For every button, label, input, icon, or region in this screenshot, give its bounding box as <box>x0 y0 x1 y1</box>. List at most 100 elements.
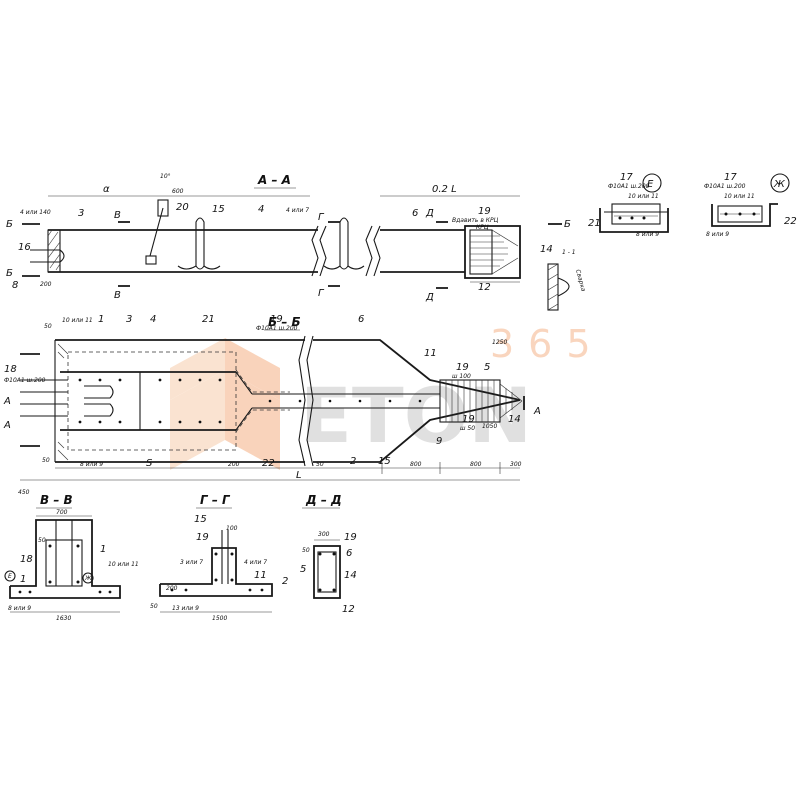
lbl-bb-19c: 19 <box>462 414 475 425</box>
lbl-gg-or7: 4 или 7 <box>244 559 267 566</box>
lbl-zh-17: 17 <box>724 172 737 183</box>
lbl-gg-or7b: 3 или 7 <box>180 559 203 566</box>
lbl-dd-12: 12 <box>342 604 355 615</box>
lbl-bb-19: 19 <box>270 314 283 325</box>
lbl-bb-5: 5 <box>484 362 490 373</box>
lbl-aa-or140: 4 или 140 <box>20 209 51 216</box>
cut-b-left-top: Б <box>6 219 13 230</box>
lbl-zh-22: 22 <box>784 216 797 227</box>
section-dd-title: Д – Д <box>305 493 342 507</box>
lbl-vv-or9: 8 или 9 <box>8 605 31 612</box>
lbl-vv-zh: Ж <box>84 575 92 582</box>
dim-gg-100: 100 <box>226 525 238 532</box>
lbl-dd-19: 19 <box>344 532 357 543</box>
lbl-bb-9: 9 <box>436 436 442 447</box>
dim-vv-1630: 1630 <box>56 615 71 622</box>
cut-b-left-bot: Б <box>6 268 13 279</box>
lbl-bb-1: 1 <box>98 314 104 325</box>
lbl-bb-21: 21 <box>202 314 215 325</box>
lbl-bb-3: 3 <box>126 314 132 325</box>
section-aa: А – А α 600 0.2 L <box>6 173 587 311</box>
dim-bb-300: 300 <box>510 461 522 468</box>
lbl-bb-19b: 19 <box>456 362 469 373</box>
lbl-vv-18: 18 <box>20 554 33 565</box>
lbl-dd-14: 14 <box>344 570 357 581</box>
lbl-gg-15: 15 <box>194 514 207 525</box>
dim-gg-50: 50 <box>150 603 158 610</box>
node-e-label: Е <box>647 179 654 190</box>
lbl-dd-5: 5 <box>300 564 306 575</box>
cut-g-top: Г <box>318 212 325 223</box>
dim-dd-300: 300 <box>318 531 330 538</box>
lbl-bb-or9: 8 или 9 <box>80 461 103 468</box>
lbl-bb-4: 4 <box>150 314 156 325</box>
cut-v-top: В <box>114 210 121 221</box>
lbl-bb-a-left: А <box>3 396 11 407</box>
watermark-logo-icon <box>170 338 280 470</box>
lbl-bb-18: 18 <box>4 364 17 375</box>
dim-bb-200: 200 <box>228 461 240 468</box>
lbl-vv-e: Е <box>8 573 12 580</box>
lbl-vv-or11: 10 или 11 <box>108 561 139 568</box>
section-gg-title: Г – Г <box>200 493 231 507</box>
lbl-aa-16: 16 <box>18 242 31 253</box>
lbl-bb-sh50: ш 50 <box>460 425 475 432</box>
lbl-tt: 1 - 1 <box>562 249 576 256</box>
lbl-zh-or11: 10 или 11 <box>724 193 755 200</box>
dim-02l: 0.2 L <box>432 184 457 195</box>
lbl-bb-a-bottom: А <box>3 420 11 431</box>
cut-g-bot: Г <box>318 288 325 299</box>
lbl-bb-1250: 1250 <box>492 339 507 346</box>
cut-d-bot: Д <box>425 292 434 303</box>
lbl-vv-1b: 1 <box>100 544 106 555</box>
lbl-zh-f12: Ф10А1 ш.200 <box>704 183 746 190</box>
lbl-bb-11: 11 <box>424 348 437 359</box>
dim-gg-1500: 1500 <box>212 615 227 622</box>
section-vv-title: В – В <box>40 493 73 507</box>
lbl-e-or9: 8 или 9 <box>636 231 659 238</box>
section-bb-title: Б – Б <box>268 315 301 329</box>
lbl-gg-2: 2 <box>282 576 288 587</box>
lbl-bb-a-right: А <box>533 406 541 417</box>
lbl-e-or11: 10 или 11 <box>628 193 659 200</box>
lbl-aa-3: 3 <box>78 208 84 219</box>
cut-d-top: Д <box>425 208 434 219</box>
lbl-gg-or9b: 13 или 9 <box>172 605 199 612</box>
node-zh-label: Ж <box>773 179 786 190</box>
lbl-zh-or9: 8 или 9 <box>706 231 729 238</box>
lbl-aa-200: 200 <box>40 281 52 288</box>
dim-vv-700: 700 <box>56 509 68 516</box>
dim-bb-50-left: 50 <box>42 457 50 464</box>
dim-alpha: α <box>103 184 110 195</box>
lbl-bb-2: 2 <box>350 456 356 467</box>
watermark-text: ETON <box>300 371 532 460</box>
lbl-svarka: Сварка <box>574 269 587 293</box>
section-dd: Д – Д 300 19 6 14 5 12 50 <box>300 493 357 615</box>
lbl-bb-15: 15 <box>378 456 391 467</box>
section-bb: Б – Б <box>3 314 541 496</box>
cut-b-right: Б <box>564 219 571 230</box>
lbl-bb-14: 14 <box>508 414 521 425</box>
lbl-bb-1050: 1050 <box>482 423 497 430</box>
dim-bb-800b: 800 <box>470 461 482 468</box>
lbl-aa-15: 15 <box>212 204 225 215</box>
node-e: Е 17 Ф10А1 ш.200 10 или 11 21 8 или 9 <box>588 172 669 238</box>
watermark-number: 365 <box>490 322 605 366</box>
dim-dd-50: 50 <box>302 547 310 554</box>
lbl-aa-angle: 10° <box>160 173 171 180</box>
watermark: 365 ETON <box>170 322 605 470</box>
lbl-bb-l: L <box>296 470 302 481</box>
lbl-bb-f12: Ф10А1 ш.200 <box>256 325 298 332</box>
dim-bb-800a: 800 <box>410 461 422 468</box>
lbl-gg-19: 19 <box>196 532 209 543</box>
cut-v-bot: В <box>114 290 121 301</box>
lbl-dd-6: 6 <box>346 548 352 559</box>
lbl-aa-kpc: Вдавить в КРЦ <box>452 217 499 224</box>
lbl-aa-19: 19 <box>478 206 491 217</box>
lbl-aa-6: 6 <box>412 208 418 219</box>
dim-bb-450: 450 <box>18 489 30 496</box>
lbl-aa-kpcb: КРЦ <box>476 224 489 231</box>
lbl-e-21: 21 <box>588 218 601 229</box>
lbl-bb-50: 50 <box>44 323 52 330</box>
